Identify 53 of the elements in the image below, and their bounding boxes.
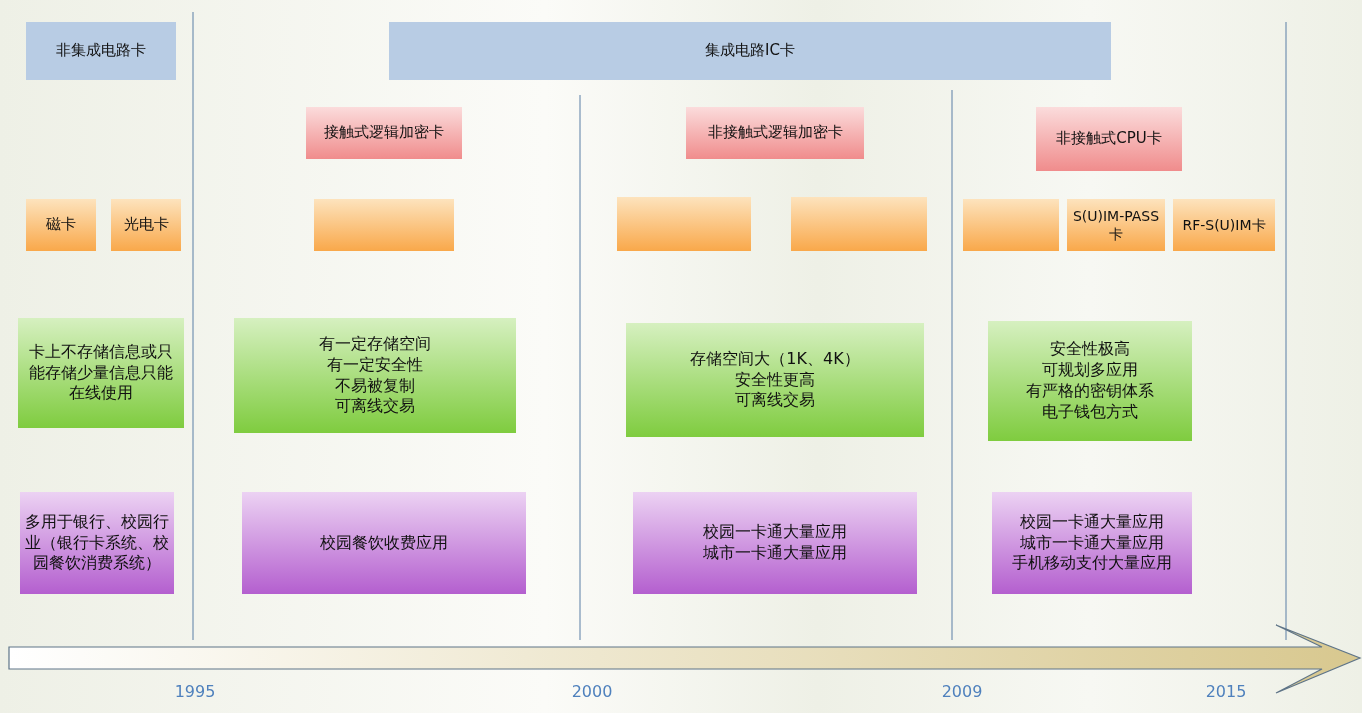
box-text: 有严格的密钥体系 — [1026, 381, 1154, 402]
box-text: 安全性极高 — [1050, 339, 1130, 361]
year-label: 2000 — [571, 682, 613, 701]
year-label: 2015 — [1205, 682, 1247, 701]
box-text: 有一定存储空间 — [319, 333, 431, 355]
application-box — [242, 492, 526, 594]
box-text: 集成电路IC卡 — [705, 41, 795, 61]
card-product-box — [111, 199, 181, 251]
application-box — [20, 492, 174, 594]
card-type-box — [1036, 107, 1182, 171]
box-text: 手机移动支付大量应用 — [1012, 553, 1172, 575]
box-text: 电子钱包方式 — [1042, 401, 1138, 423]
card-product-box — [26, 199, 96, 251]
box-text: 有一定安全性 — [327, 354, 423, 376]
box-text: 非集成电路卡 — [56, 41, 146, 61]
category-box — [26, 22, 176, 80]
box-text: 校园一卡通大量应用 — [703, 522, 847, 543]
application-box — [992, 492, 1192, 594]
card-product-box — [1173, 199, 1275, 251]
card-product-box — [314, 199, 454, 251]
feature-box — [234, 318, 516, 433]
category-box — [389, 22, 1111, 80]
feature-box — [18, 318, 184, 428]
box-text: 校园一卡通大量应用 — [1020, 511, 1164, 533]
box-text: S(U)IM-PASS卡 — [1071, 206, 1161, 244]
box-text: 卡上不存储信息或只能存储少量信息只能在线使用 — [28, 341, 174, 405]
box-text: 存储空间大（1K、4K） — [690, 348, 860, 370]
box-text: 磁卡 — [46, 215, 76, 235]
box-text: 光电卡 — [123, 215, 169, 235]
box-text: 非接触式逻辑加密卡 — [707, 123, 843, 143]
year-label: 2009 — [941, 682, 983, 701]
box-text: 可离线交易 — [335, 396, 415, 418]
box-text: RF-S(U)IM卡 — [1182, 215, 1266, 235]
card-product-box — [617, 197, 751, 251]
box-text: 安全性更高 — [735, 369, 815, 391]
box-text: 多用于银行、校园行业（银行卡系统、校园餐饮消费系统） — [24, 511, 170, 575]
box-text: 接触式逻辑加密卡 — [324, 123, 444, 143]
box-text: 不易被复制 — [335, 375, 415, 397]
feature-box — [626, 323, 924, 437]
box-text: 非接触式CPU卡 — [1056, 129, 1162, 149]
box-text: 城市一卡通大量应用 — [703, 543, 847, 564]
box-text: 可离线交易 — [735, 390, 815, 412]
application-box — [633, 492, 917, 594]
box-text: 城市一卡通大量应用 — [1020, 532, 1164, 554]
card-product-box — [963, 199, 1059, 251]
card-type-box — [686, 107, 864, 159]
feature-box — [988, 321, 1192, 441]
card-product-box — [791, 197, 927, 251]
box-text: 校园餐饮收费应用 — [320, 532, 448, 554]
card-product-box — [1067, 199, 1165, 251]
year-label: 1995 — [174, 682, 216, 701]
box-text: 可规划多应用 — [1042, 360, 1138, 381]
card-type-box — [306, 107, 462, 159]
